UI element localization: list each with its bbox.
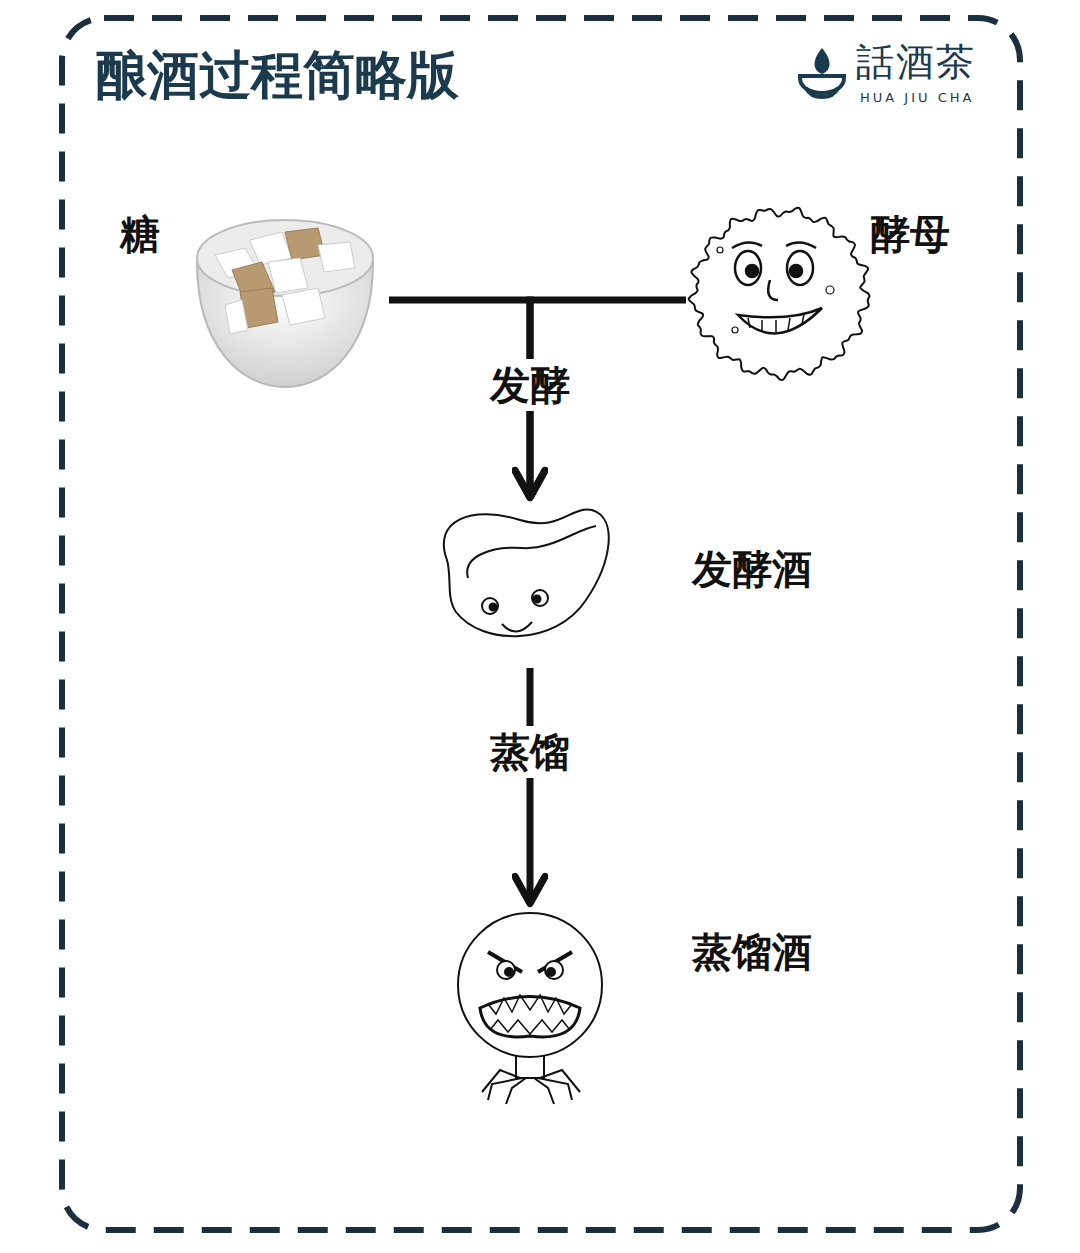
illustrated-node: 发酵酒 xyxy=(430,500,850,650)
distilled-spirit-figure xyxy=(458,913,602,1104)
dashed-frame xyxy=(62,18,1020,1230)
sugar-bowl xyxy=(197,220,373,387)
edge-label: 蒸馏 xyxy=(486,726,574,778)
flow-arrow xyxy=(527,668,534,902)
yeast-outline xyxy=(689,208,870,380)
logo-subtext: HUA JIU CHA xyxy=(860,90,974,106)
illustrated-node: 酵母 xyxy=(690,200,980,390)
illustrated-node: 蒸馏酒 xyxy=(455,908,850,1110)
fermented-wine-figure xyxy=(444,510,609,637)
title: 酿酒过程简略版 xyxy=(95,44,459,106)
node-label: 酵母 xyxy=(870,210,950,258)
logo-icon xyxy=(798,48,846,97)
node-label: 蒸馏酒 xyxy=(692,928,812,976)
edge-label: 发酵 xyxy=(486,359,574,411)
node-label: 发酵酒 xyxy=(692,545,812,593)
node-label: 糖 xyxy=(120,210,160,258)
yeast-figure xyxy=(689,208,870,380)
illustrated-node: 糖 xyxy=(110,200,385,392)
logo-text: 話酒茶 xyxy=(856,40,976,86)
